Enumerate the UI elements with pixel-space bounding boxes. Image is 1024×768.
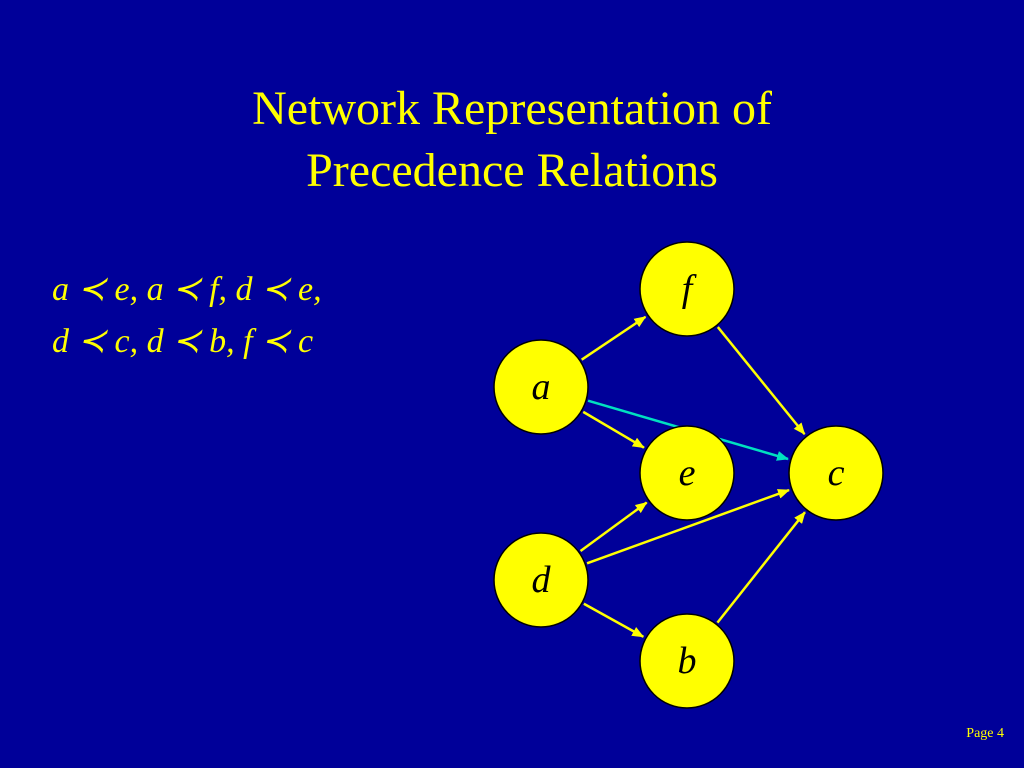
node-layer: f a e c d b — [493, 241, 884, 709]
edge-f-to-c — [716, 326, 806, 435]
node-d-label: d — [532, 559, 552, 601]
edge-a-to-e — [582, 410, 645, 449]
edge-d-to-c — [586, 488, 790, 565]
node-f: f — [639, 241, 735, 337]
node-b-label: b — [678, 640, 697, 682]
node-d: d — [493, 532, 589, 628]
title-line-2: Precedence Relations — [306, 144, 718, 197]
precedence-relations: a ≺ e, a ≺ f, d ≺ e, d ≺ c, d ≺ b, f ≺ c — [52, 264, 322, 368]
node-b: b — [639, 613, 735, 709]
page-number: Page 4 — [966, 726, 1004, 741]
edge-layer — [579, 315, 806, 638]
node-a-circle — [493, 339, 589, 435]
edge-d-to-e — [579, 501, 648, 553]
node-b-circle — [639, 613, 735, 709]
edge-d-to-b — [583, 602, 645, 638]
node-f-circle — [639, 241, 735, 337]
relations-line-1: a ≺ e, a ≺ f, d ≺ e, — [52, 271, 322, 308]
node-c: c — [788, 425, 884, 521]
title-line-1: Network Representation of — [252, 82, 772, 135]
edge-a-to-f — [580, 315, 647, 361]
node-e-label: e — [679, 452, 696, 494]
edge-b-to-c — [716, 511, 806, 624]
node-a-label: a — [532, 366, 551, 408]
node-e: e — [639, 425, 735, 521]
node-c-circle — [788, 425, 884, 521]
relations-line-2: d ≺ c, d ≺ b, f ≺ c — [52, 323, 314, 360]
slide-title: Network Representation of Precedence Rel… — [0, 78, 1024, 202]
node-a: a — [493, 339, 589, 435]
node-d-circle — [493, 532, 589, 628]
node-c-label: c — [828, 452, 845, 494]
node-e-circle — [639, 425, 735, 521]
